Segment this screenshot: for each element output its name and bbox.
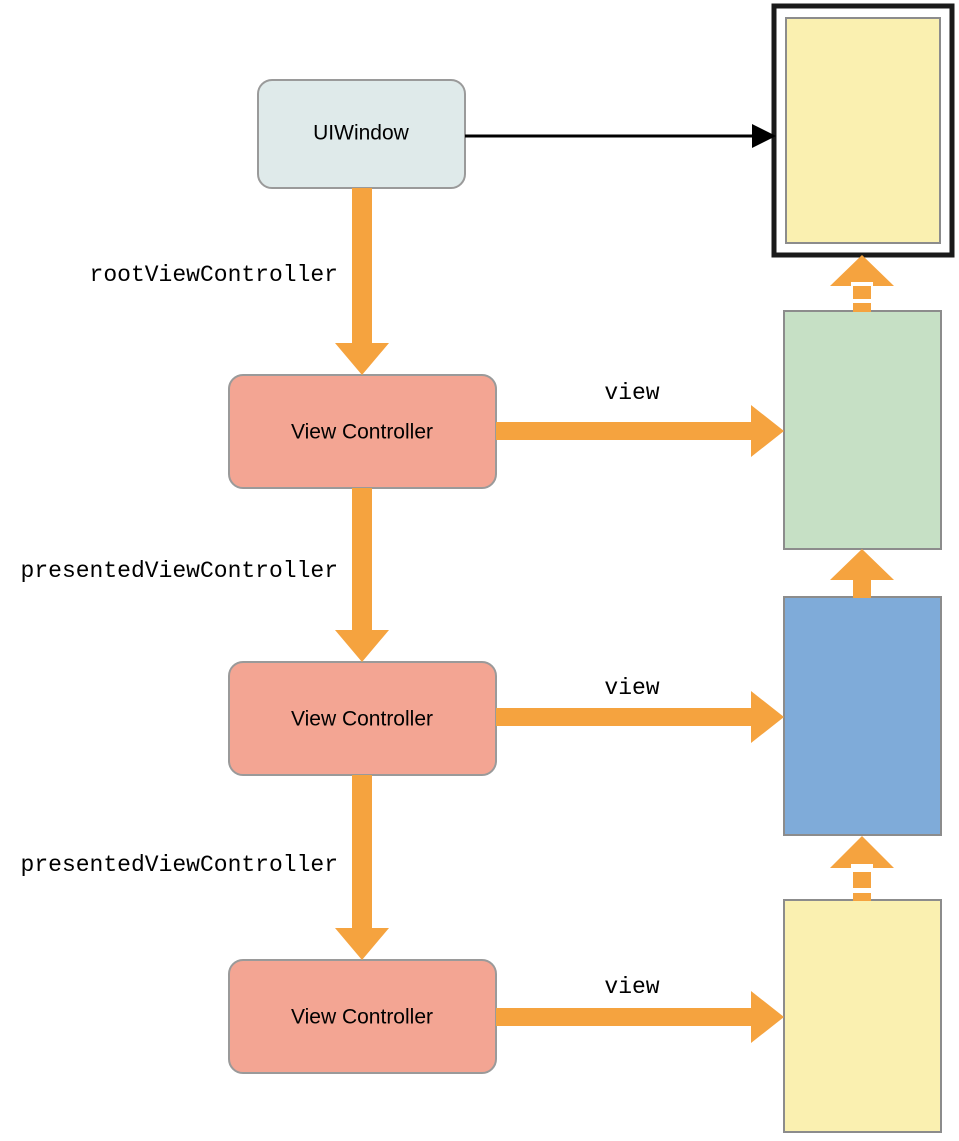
edge-view-2-arrow <box>496 691 784 743</box>
view-controller-label-2: View Controller <box>291 708 433 731</box>
edge-stack-blue-to-green-arrowhead <box>830 549 894 580</box>
edge-presented-view-controller-1-label: presentedViewController <box>21 558 338 584</box>
edge-uiwindow-to-screen-arrowhead <box>752 124 776 148</box>
edge-stack-blue-to-green <box>830 549 894 598</box>
edge-view-3-label: view <box>604 974 659 1000</box>
edge-presented-view-controller-2: presentedViewController <box>21 775 389 960</box>
edge-presented-view-controller-1-arrow <box>335 488 389 662</box>
edge-presented-view-controller-2-label: presentedViewController <box>21 852 338 878</box>
edge-stack-blue-to-green-shaft <box>853 580 871 598</box>
view-rect-green <box>783 310 942 550</box>
edge-stack-green-to-screen-arrowhead <box>830 255 894 286</box>
edge-view-2-label: view <box>604 675 659 701</box>
edge-stack-green-to-screen <box>830 255 894 312</box>
view-controller-label-3: View Controller <box>291 1006 433 1029</box>
edge-view-1-label: view <box>604 380 659 406</box>
edge-root-view-controller: rootViewController <box>90 188 389 375</box>
device-screen-node <box>771 3 955 258</box>
device-screen-inner-view <box>785 17 941 244</box>
edge-stack-yellow-to-blue-arrowhead <box>830 836 894 868</box>
view-controller-node-1: View Controller <box>228 374 497 489</box>
edge-root-view-controller-arrow <box>335 188 389 375</box>
view-rect-yellow <box>783 899 942 1133</box>
edge-stack-yellow-to-blue <box>830 836 894 901</box>
edge-view-3-arrow <box>496 991 784 1043</box>
edge-stack-yellow-to-blue-dash-2 <box>853 872 871 888</box>
edge-stack-yellow-to-blue-dash-1 <box>853 893 871 901</box>
edge-view-2: view <box>496 675 784 743</box>
view-controller-node-3: View Controller <box>228 959 497 1074</box>
edge-stack-green-to-screen-dash-1 <box>853 303 871 312</box>
view-rect-blue <box>783 596 942 836</box>
view-controller-node-2: View Controller <box>228 661 497 776</box>
edge-root-view-controller-label: rootViewController <box>90 262 338 288</box>
edge-stack-green-to-screen-dash-2 <box>853 286 871 299</box>
edge-uiwindow-to-screen <box>465 124 776 148</box>
view-controller-label-1: View Controller <box>291 421 433 444</box>
uiwindow-node: UIWindow <box>257 79 466 189</box>
uiwindow-label: UIWindow <box>313 122 410 145</box>
edge-presented-view-controller-2-arrow <box>335 775 389 960</box>
edge-view-1-arrow <box>496 405 784 457</box>
edge-presented-view-controller-1: presentedViewController <box>21 488 389 662</box>
edge-view-1: view <box>496 380 784 457</box>
edge-view-3: view <box>496 974 784 1043</box>
